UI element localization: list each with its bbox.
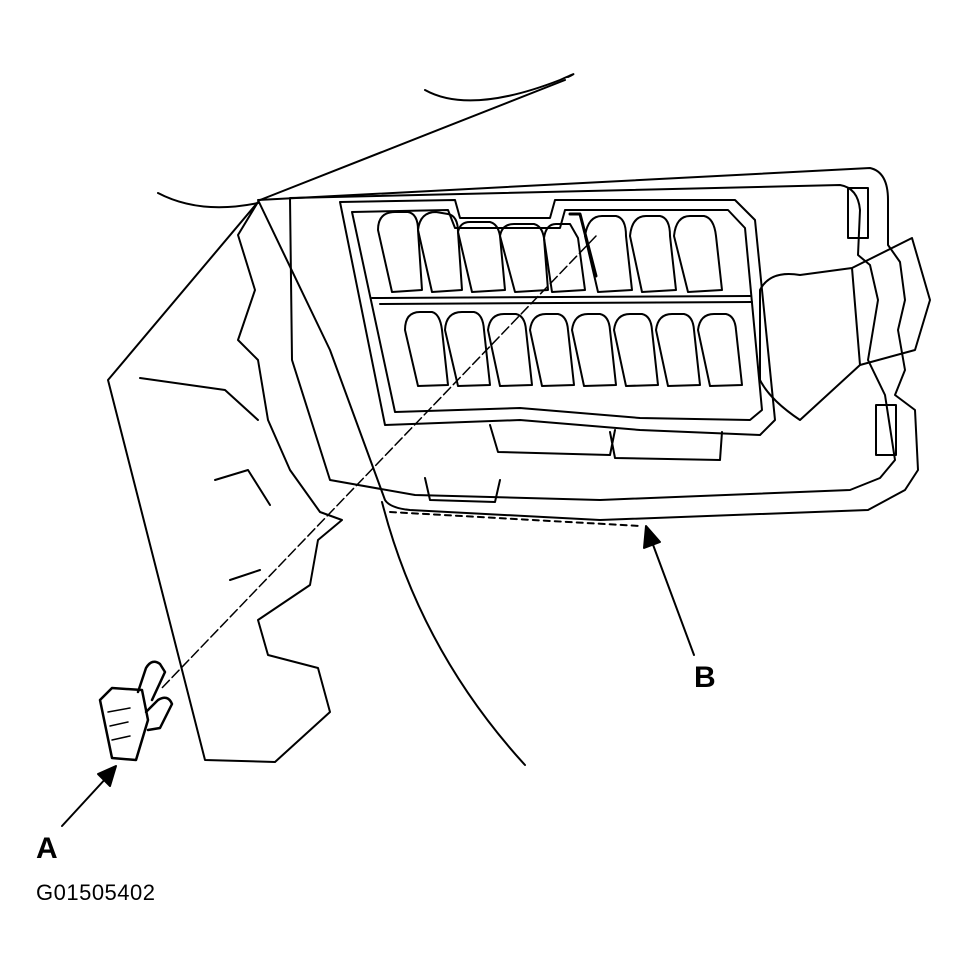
- fuse-bottom-3: [487, 313, 533, 387]
- fuse-top-8: [673, 215, 723, 293]
- fuse-bottom-5: [571, 313, 617, 387]
- fuse-panel-lower-tabs: [424, 424, 723, 503]
- figure-id: G01505402: [36, 880, 156, 905]
- removed-fuse: [98, 660, 174, 762]
- fuse-top-2: [417, 211, 463, 293]
- side-panel-inner: [139, 377, 271, 581]
- fuse-row-divider: [371, 295, 753, 305]
- callout-label-a: A: [36, 832, 58, 865]
- dashboard-edge-line: [259, 79, 566, 201]
- fuse-bottom-4: [529, 313, 575, 387]
- arrow-b-shaft: [651, 541, 695, 656]
- fuse-top-removed-slot: [568, 212, 598, 278]
- fuse-body: [98, 686, 150, 762]
- fuse-panel-inner: [351, 209, 763, 421]
- fuse-bottom-7: [655, 313, 701, 387]
- arrow-a-shaft: [61, 775, 109, 827]
- housing-bottom-dash: [389, 511, 641, 527]
- side-panel: [107, 201, 343, 763]
- dash-sweep-curve: [381, 501, 526, 766]
- fuse-bottom-2: [444, 311, 491, 387]
- extraction-path-line: [159, 235, 597, 691]
- fuse-row-bottom: [404, 311, 743, 387]
- housing-right-tab: [759, 237, 931, 421]
- fuse-top-4: [499, 223, 549, 293]
- fuse-top-6: [584, 215, 633, 293]
- fuse-terminal-upper: [136, 660, 167, 702]
- arrow-a-head: [97, 765, 117, 787]
- dashboard-top-curve: [424, 73, 575, 102]
- fuse-marking: [107, 707, 131, 741]
- callout-label-b: B: [694, 661, 716, 694]
- fuse-bottom-6: [613, 313, 659, 387]
- fuse-top-3: [457, 221, 506, 293]
- fuse-top-5: [543, 223, 586, 293]
- fuse-row-top: [377, 211, 723, 293]
- fuse-panel: [339, 199, 776, 436]
- fuse-top-7: [629, 215, 677, 293]
- callout-arrow-a: [61, 765, 117, 827]
- arrow-b-head: [643, 525, 661, 549]
- fuse-bottom-1: [404, 311, 449, 387]
- housing-slot-top: [847, 187, 869, 239]
- fuse-terminal-lower: [144, 696, 174, 732]
- callout-arrow-b: [643, 525, 695, 656]
- fuse-bottom-8: [697, 313, 743, 387]
- dashboard-lower-curve: [157, 192, 259, 209]
- fuse-box-housing: [257, 167, 919, 521]
- fuse-top-1: [377, 211, 423, 293]
- housing-slot-bottom: [875, 404, 897, 456]
